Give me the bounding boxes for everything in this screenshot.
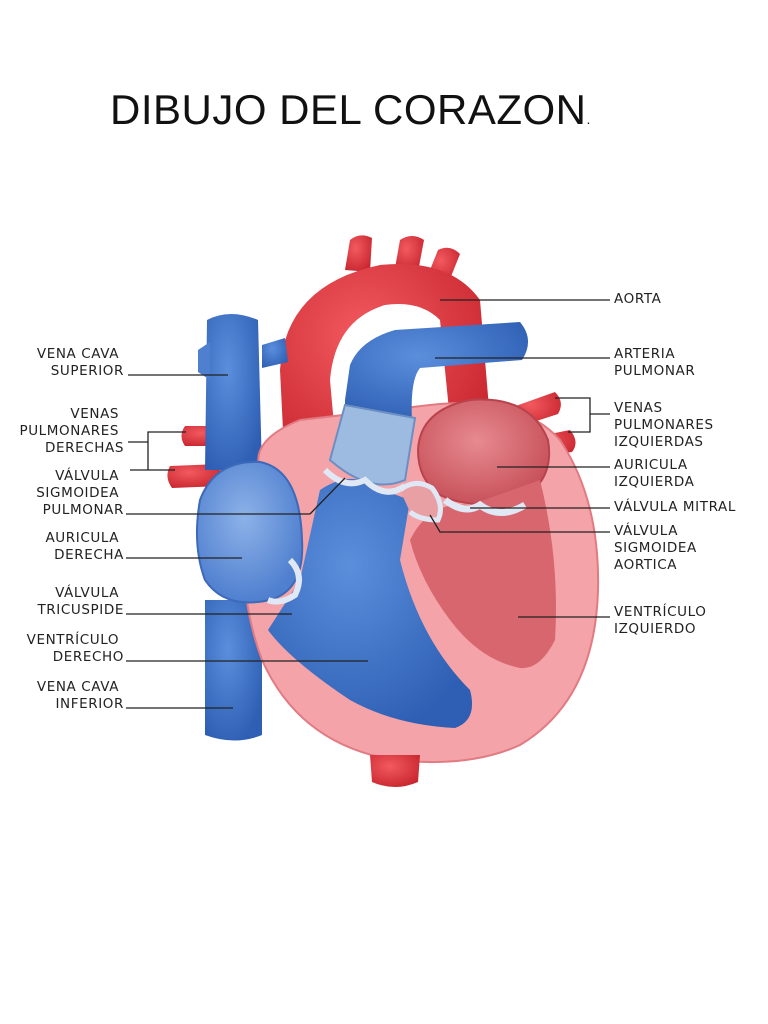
right-atrium (195, 460, 304, 604)
label-valvula-tricuspide: VÁLVULA TRICUSPIDE (36, 584, 124, 618)
page-title: DIBUJO DEL CORAZON. (110, 86, 591, 134)
right-ventricle (268, 478, 473, 728)
label-arteria-pulmonar: ARTERIA PULMONAR (614, 346, 695, 379)
title-suffix: . (586, 111, 591, 127)
labels-left: VENA CAVA SUPERIOR VENAS PULMONARES DERE… (19, 346, 124, 712)
aorta-branch-1 (345, 235, 372, 272)
label-auricula-izquierda: AURICULA IZQUIERDA (614, 457, 695, 490)
leader-lines-left (126, 374, 368, 709)
label-vena-cava-inferior: VENA CAVA INFERIOR (37, 679, 124, 712)
label-ventriculo-izquierdo: VENTRÍCULO IZQUIERDO (614, 603, 711, 637)
pulmonary-trunk (328, 403, 417, 486)
descending-aorta-stub (370, 755, 420, 787)
left-atrium (416, 398, 551, 505)
label-venas-pulmonares-izquierdas: VENAS PULMONARES IZQUIERDAS (614, 400, 719, 450)
label-auricula-derecha: AURICULA DERECHA (45, 530, 124, 563)
labels-right: AORTA ARTERIA PULMONAR VENAS PULMONARES … (614, 291, 736, 637)
pulmonary-valve (322, 467, 407, 495)
label-vena-cava-superior: VENA CAVA SUPERIOR (37, 346, 124, 379)
label-aorta: AORTA (614, 291, 662, 307)
vena-cava-superior (205, 314, 262, 470)
left-ventricle (410, 480, 556, 669)
label-valvula-mitral: VÁLVULA MITRAL (614, 498, 736, 515)
vena-cava-inferior-vessel (205, 600, 262, 741)
leader-lines-right (429, 299, 610, 618)
label-valvula-sigmoidea-aortica: VÁLVULA SIGMOIDEA AORTICA (614, 522, 702, 573)
pulmonary-artery (345, 322, 529, 420)
title-text: DIBUJO DEL CORAZON (110, 86, 587, 133)
label-valvula-sigmoidea-pulmonar: VÁLVULA SIGMOIDEA PULMONAR (36, 467, 124, 518)
label-venas-pulmonares-derechas: VENAS PULMONARES DERECHAS (19, 406, 124, 456)
vena-cava-branch (262, 338, 288, 368)
label-ventriculo-derecho: VENTRÍCULO DERECHO (27, 631, 124, 665)
aorta-branch-2 (395, 236, 424, 272)
vena-cava-superior-left-stub (198, 342, 210, 380)
aortic-valve (398, 481, 443, 523)
mitral-valve (442, 497, 527, 516)
tricuspid-valve (266, 557, 302, 605)
